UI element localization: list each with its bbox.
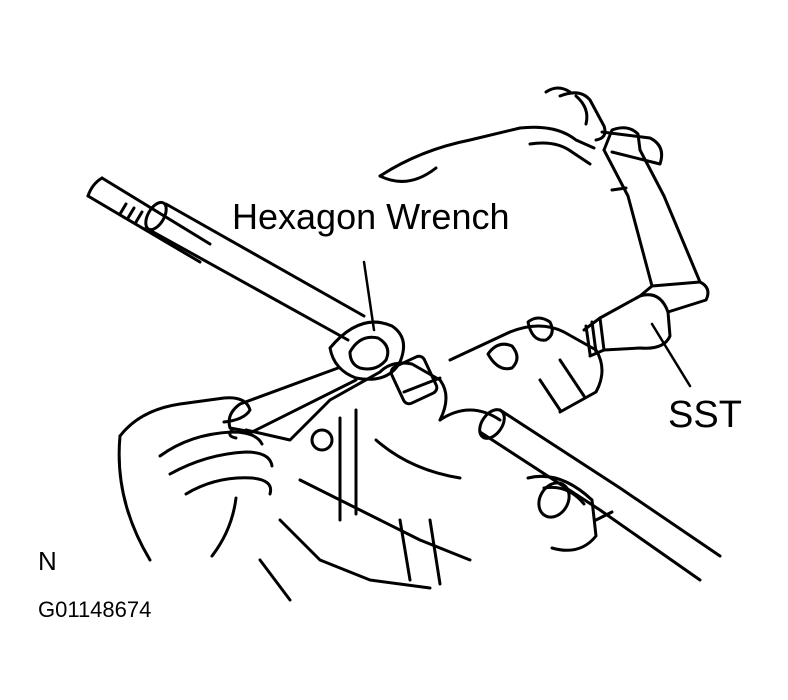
sst-label: SST [668, 394, 742, 436]
upper-hand [380, 88, 662, 181]
hexagon-wrench-label: Hexagon Wrench [232, 196, 510, 237]
figure-code: G01148674 [38, 597, 152, 622]
sst-tool [584, 128, 708, 386]
rack-housing [246, 318, 602, 600]
left-tie-rod [88, 178, 364, 340]
right-tube [475, 405, 720, 580]
lower-hand [119, 398, 272, 560]
view-letter: N [38, 546, 57, 576]
